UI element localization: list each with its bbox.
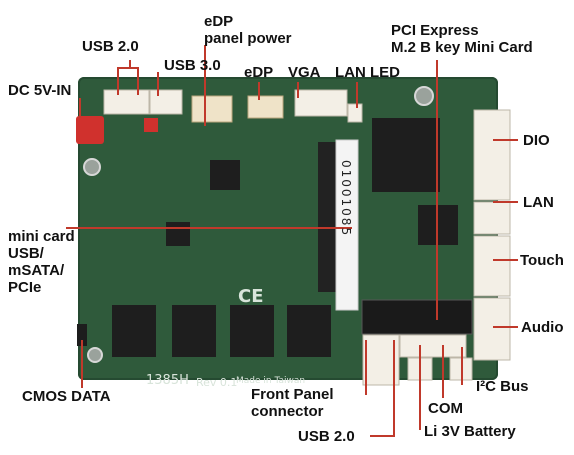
label-audio: Audio bbox=[521, 319, 564, 336]
mount-hole-bottom-left bbox=[87, 347, 103, 363]
edp-connector bbox=[247, 95, 284, 119]
label-pci-express: PCI Express M.2 B key Mini Card bbox=[391, 22, 533, 56]
sticker-code: 01001085 bbox=[339, 160, 353, 238]
vga-connector bbox=[294, 89, 348, 117]
small-chip-2 bbox=[210, 160, 240, 190]
small-chip-1 bbox=[166, 222, 190, 246]
leader-lines bbox=[66, 45, 518, 437]
label-dc-in: DC 5V-IN bbox=[8, 82, 72, 99]
board-revision: Rev 0.1 bbox=[196, 376, 238, 389]
label-cmos-data: CMOS DATA bbox=[22, 388, 111, 405]
label-dio: DIO bbox=[523, 132, 550, 149]
leader-usb20-bottom bbox=[370, 340, 395, 437]
mount-hole-top-left bbox=[83, 158, 101, 176]
label-usb20-top: USB 2.0 bbox=[82, 38, 139, 55]
usb20-header-top bbox=[103, 89, 150, 115]
ram-chip-1 bbox=[112, 305, 156, 357]
label-lan: LAN bbox=[523, 194, 554, 211]
label-usb30: USB 3.0 bbox=[164, 57, 221, 74]
m2-slot bbox=[361, 299, 473, 335]
board-model: 1385H bbox=[146, 373, 189, 388]
label-com: COM bbox=[428, 400, 463, 417]
lan-led-connector bbox=[347, 103, 363, 123]
com-connector bbox=[399, 334, 467, 358]
leader-usb20-top bbox=[117, 60, 131, 95]
label-mini-card: mini card USB/ mSATA/ PCIe bbox=[8, 228, 75, 296]
label-touch: Touch bbox=[520, 252, 564, 269]
ram-chip-2 bbox=[172, 305, 216, 357]
label-vga: VGA bbox=[288, 64, 321, 81]
dc-jack bbox=[76, 116, 104, 144]
label-i2c-bus: I²C Bus bbox=[476, 378, 529, 395]
mount-hole-top-right bbox=[414, 86, 434, 106]
board-made-in: Made in Taiwan bbox=[236, 376, 306, 386]
leader-usb20-top-b bbox=[130, 67, 139, 95]
lan-connector bbox=[473, 201, 511, 235]
ram-chip-3 bbox=[230, 305, 274, 357]
audio-connector bbox=[473, 297, 511, 361]
label-li-battery: Li 3V Battery bbox=[424, 423, 516, 440]
sticker bbox=[335, 139, 359, 311]
usb-red-jumper bbox=[144, 118, 158, 132]
label-usb20-bottom: USB 2.0 bbox=[298, 428, 355, 445]
label-front-panel: Front Panel connector bbox=[251, 386, 334, 420]
usb30-header bbox=[149, 89, 183, 115]
dio-connector bbox=[473, 109, 511, 201]
cmos-jumper bbox=[77, 324, 87, 346]
main-chip bbox=[372, 118, 440, 192]
label-edp: eDP bbox=[244, 64, 274, 81]
label-lan-led: LAN LED bbox=[335, 64, 400, 81]
ce-mark: CE bbox=[238, 286, 264, 307]
ram-chip-4 bbox=[287, 305, 331, 357]
edp-power-connector bbox=[191, 95, 233, 123]
touch-connector bbox=[473, 235, 511, 297]
label-edp-panel-power: eDP panel power bbox=[204, 13, 292, 47]
